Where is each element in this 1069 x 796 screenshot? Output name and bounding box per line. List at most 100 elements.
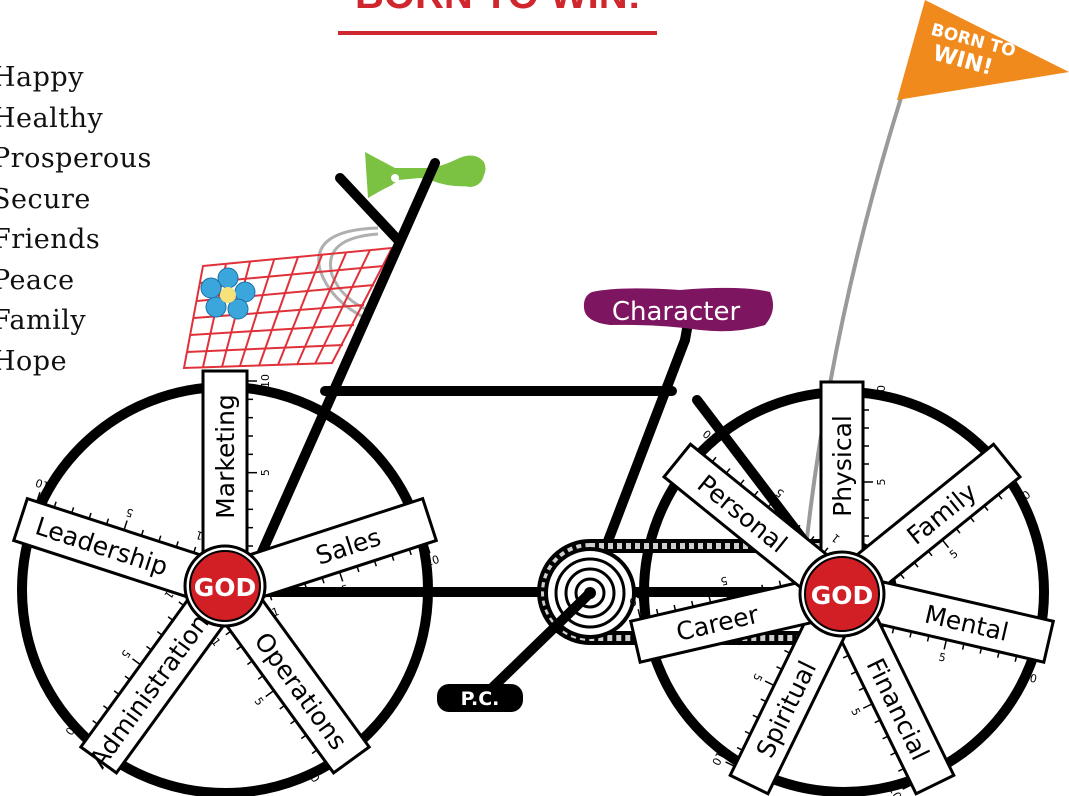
quality-item: Happy — [0, 62, 84, 93]
scale-tick — [92, 719, 98, 725]
scale-tick-label: 5 — [773, 486, 787, 501]
scale-tick — [743, 588, 747, 595]
scale-tick — [105, 518, 110, 525]
scale-tick — [408, 549, 412, 556]
scale-tick-label: 5 — [118, 647, 133, 660]
scale-tick — [156, 630, 163, 636]
seat-label: Character — [612, 297, 741, 327]
scale-tick-label: 5 — [719, 574, 729, 588]
scale-tick — [113, 690, 120, 696]
scale-tick — [637, 609, 642, 620]
quality-item: Family — [0, 305, 87, 336]
spoke-physical: 1510Physical — [819, 380, 888, 596]
scale-tick — [909, 631, 913, 638]
scale-tick — [132, 658, 142, 666]
scale-tick — [781, 513, 787, 519]
qualities-list: Happy Healthy Prosperous Secure Friends … — [0, 58, 152, 382]
scale-tick — [902, 784, 913, 790]
scale-tick — [983, 505, 989, 511]
scale-tick-label: 5 — [124, 505, 135, 520]
scale-tick — [265, 690, 275, 698]
rear-hub-label: GOD — [811, 581, 874, 610]
scale-tick — [373, 560, 378, 567]
scale-tick-label: 10 — [259, 374, 272, 388]
scale-tick — [300, 734, 307, 740]
pedal: P.C. — [437, 684, 523, 712]
scale-tick — [158, 535, 162, 542]
scale-tick — [321, 577, 325, 584]
scale-tick — [767, 498, 776, 508]
scale-tick-label: 5 — [750, 671, 765, 683]
scale-tick — [739, 479, 745, 486]
scale-tick — [426, 543, 431, 554]
scale-tick — [1014, 655, 1018, 662]
scale-tick — [725, 468, 731, 474]
scale-tick — [760, 698, 767, 703]
scale-tick — [961, 643, 965, 650]
scale-tick — [890, 751, 897, 756]
scale-tick-label: 10 — [424, 553, 441, 570]
scale-tick — [1031, 659, 1035, 670]
front-hub: GOD — [183, 544, 267, 628]
scale-tick-label: 5 — [937, 651, 947, 665]
scale-tick — [874, 719, 881, 724]
scale-tick — [891, 627, 895, 634]
scale-tick-label: 10 — [886, 784, 904, 796]
scale-tick-label: 5 — [947, 547, 961, 562]
scale-tick — [257, 675, 264, 680]
quality-item: Healthy — [0, 102, 104, 134]
scale-tick-label: 5 — [875, 479, 888, 486]
scale-tick — [791, 633, 799, 638]
scale-tick — [926, 635, 930, 642]
scale-tick — [356, 566, 360, 573]
quality-item: Secure — [0, 183, 91, 215]
scale-tick — [102, 705, 109, 710]
scale-tick — [776, 665, 783, 670]
scale-tick — [175, 541, 179, 548]
scale-tick — [996, 651, 1000, 658]
scale-tick — [225, 630, 232, 636]
scale-tick-label: 10 — [875, 385, 888, 399]
scale-tick — [708, 596, 712, 603]
scale-tick — [823, 547, 829, 553]
scale-tick — [711, 456, 717, 463]
scale-tick — [338, 571, 344, 582]
scale-tick — [53, 501, 57, 508]
scale-tick — [736, 746, 743, 751]
scale-tick — [969, 516, 975, 523]
scale-tick — [764, 680, 775, 687]
scale-tick — [809, 536, 815, 542]
scale-tick — [842, 654, 849, 659]
quality-item: Friends — [0, 224, 101, 255]
scale-tick — [269, 594, 273, 601]
scale-tick — [795, 524, 801, 531]
pedal-label: P.C. — [461, 688, 500, 710]
scale-tick — [725, 761, 735, 768]
scale-tick — [778, 580, 782, 587]
scale-tick — [725, 588, 729, 599]
scale-tick — [898, 767, 905, 772]
spoke-career: 1510Career — [628, 557, 849, 664]
scale-tick — [858, 687, 865, 691]
quality-item: Prosperous — [0, 143, 152, 174]
scale-tick — [286, 588, 290, 595]
scale-tick-label: 5 — [340, 582, 351, 597]
scale-tick — [941, 539, 950, 549]
scale-tick-label: 5 — [259, 469, 272, 476]
scale-tick — [78, 732, 88, 740]
scale-tick — [979, 647, 983, 654]
scale-tick — [899, 573, 905, 579]
spoke-label: Operations — [249, 627, 353, 755]
spoke-label: Physical — [828, 415, 857, 517]
scale-tick-label: 10 — [34, 476, 51, 493]
quality-item: Peace — [0, 264, 75, 296]
scale-tick — [1011, 482, 1020, 492]
scale-tick — [752, 714, 759, 719]
scale-tick — [690, 600, 694, 607]
scale-tick — [391, 554, 395, 561]
scale-tick — [146, 645, 152, 651]
scale-tick — [246, 660, 253, 666]
